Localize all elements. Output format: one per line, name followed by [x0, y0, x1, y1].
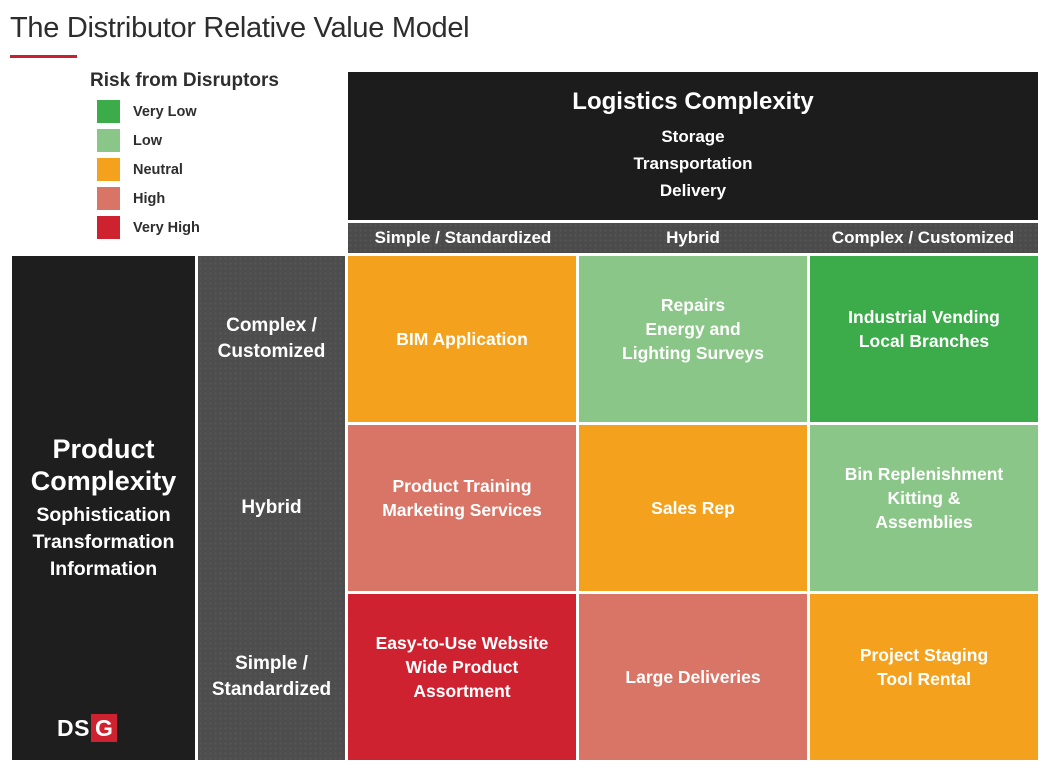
legend-label: Very Low: [133, 103, 197, 120]
matrix-cell-repairs-energy-lighting-surveys: Repairs Energy and Lighting Surveys: [579, 256, 807, 422]
title-underline: [10, 55, 77, 58]
dsg-logo-g: G: [90, 714, 117, 742]
page-title: The Distributor Relative Value Model: [10, 12, 470, 44]
legend-item-very-high: Very High: [97, 216, 279, 239]
dsg-logo: DS G: [57, 714, 117, 742]
matrix-cell-project-staging-tool-rental: Project Staging Tool Rental: [810, 594, 1038, 760]
legend-item-very-low: Very Low: [97, 100, 279, 123]
column-header-complex-customized: Complex / Customized: [831, 228, 1015, 247]
legend-item-high: High: [97, 187, 279, 210]
matrix-cell-bim-application: BIM Application: [348, 256, 576, 422]
very-high-swatch: [97, 216, 120, 239]
row-header-simple-standardized: Simple / Standardized: [211, 653, 332, 700]
row-header-complex-customized: Complex / Customized: [217, 315, 326, 362]
column-header-hybrid: Hybrid: [666, 228, 720, 247]
cell-label: Easy-to-Use Website Wide Product Assortm…: [375, 633, 549, 701]
product-title: Product Complexity: [30, 434, 177, 496]
legend-item-neutral: Neutral: [97, 158, 279, 181]
cell-label: Product Training Marketing Services: [382, 476, 542, 520]
column-header-simple-standardized: Simple / Standardized: [374, 228, 552, 247]
dsg-logo-ds: DS: [57, 715, 90, 741]
column-headers: Simple / Standardized Hybrid Complex / C…: [348, 223, 1038, 253]
legend-label: High: [133, 190, 166, 207]
product-subtitle: Sophistication Transformation Informatio…: [32, 504, 175, 580]
matrix-cell-easy-to-use-website-wide-product-assortment: Easy-to-Use Website Wide Product Assortm…: [348, 594, 576, 760]
product-complexity-header: Product Complexity Sophistication Transf…: [12, 256, 195, 760]
legend-label: Neutral: [133, 161, 183, 178]
very-low-swatch: [97, 100, 120, 123]
neutral-swatch: [97, 158, 120, 181]
cell-label: Bin Replenishment Kitting & Assemblies: [844, 464, 1004, 532]
low-swatch: [97, 129, 120, 152]
cell-label: Project Staging Tool Rental: [859, 645, 989, 689]
cell-label: Large Deliveries: [625, 667, 761, 687]
matrix-cell-sales-rep: Sales Rep: [579, 425, 807, 591]
risk-legend: Risk from Disruptors Very Low Low Neutra…: [90, 70, 279, 245]
legend-label: Very High: [133, 219, 200, 236]
legend-item-low: Low: [97, 129, 279, 152]
legend-label: Low: [133, 132, 162, 149]
matrix-cell-large-deliveries: Large Deliveries: [579, 594, 807, 760]
row-header-hybrid: Hybrid: [241, 497, 302, 518]
cell-label: BIM Application: [396, 329, 528, 349]
high-swatch: [97, 187, 120, 210]
matrix-cell-bin-replenishment-kitting-assemblies: Bin Replenishment Kitting & Assemblies: [810, 425, 1038, 591]
row-headers: Complex / Customized Hybrid Simple / Sta…: [198, 256, 345, 760]
matrix-cell-industrial-vending-local-branches: Industrial Vending Local Branches: [810, 256, 1038, 422]
cell-label: Industrial Vending Local Branches: [848, 307, 1000, 351]
value-matrix: BIM Application Repairs Energy and Light…: [348, 256, 1038, 760]
logistics-subtitle: Storage Transportation Delivery: [633, 127, 753, 200]
cell-label: Repairs Energy and Lighting Surveys: [622, 295, 764, 363]
cell-label: Sales Rep: [651, 498, 735, 518]
matrix-cell-product-training-marketing-services: Product Training Marketing Services: [348, 425, 576, 591]
logistics-title: Logistics Complexity: [572, 88, 814, 115]
legend-title: Risk from Disruptors: [90, 70, 279, 91]
logistics-complexity-header: Logistics Complexity Storage Transportat…: [348, 72, 1038, 220]
